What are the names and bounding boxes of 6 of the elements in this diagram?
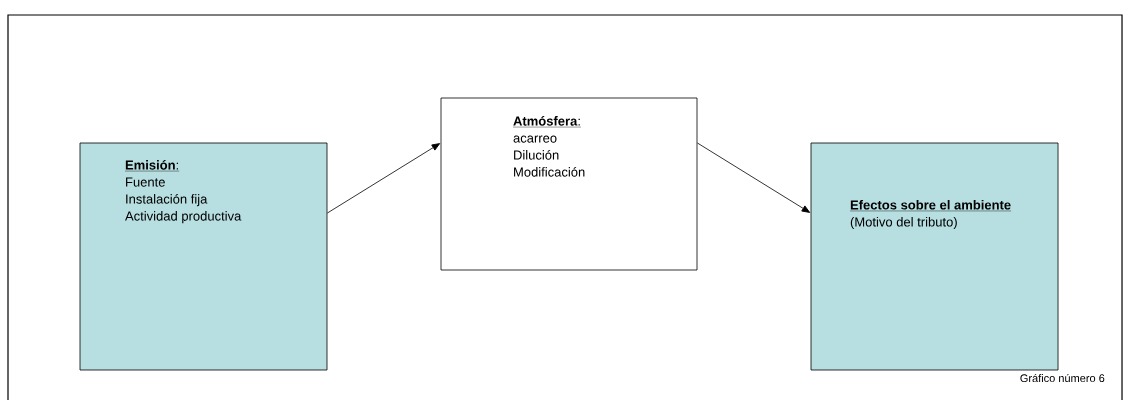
figure-number: Gráfico número 6: [1020, 373, 1105, 383]
arrow: [327, 143, 441, 214]
process-box: Efectos sobre el ambiente (Motivo del tributo): [810, 142, 1059, 371]
process-box: Emisión: Fuente Instalación fija Actividad productiva: [79, 142, 328, 371]
process-box: Atmósfera: acarreo Dilución Modificación: [440, 97, 698, 271]
arrow: [697, 142, 811, 213]
